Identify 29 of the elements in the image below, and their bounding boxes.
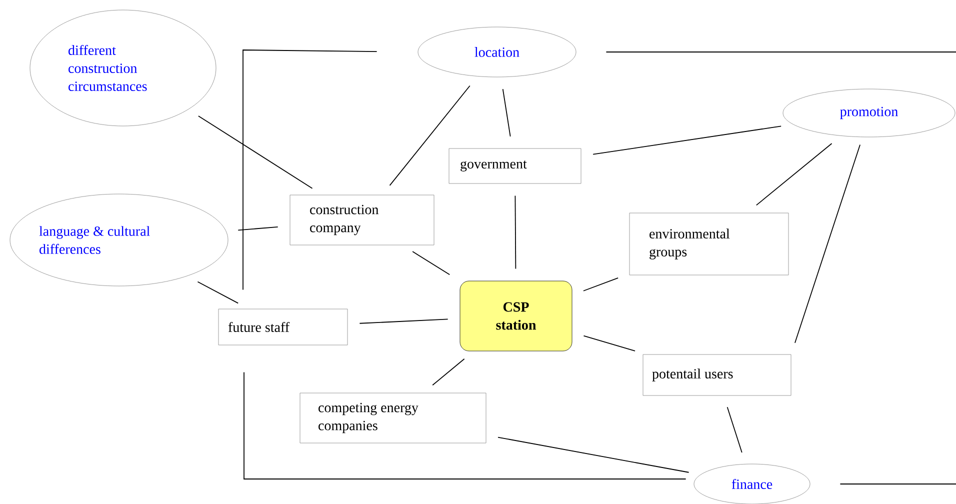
connector-line [238,226,278,231]
ellipse-node: different construction circumstances [30,10,216,126]
connector-line [726,406,742,453]
connector-line [359,318,448,324]
connector-line [432,358,465,386]
connector-line [242,50,378,290]
connector-line [502,88,511,137]
connector-line [197,281,239,304]
text-box: competing energy companies [300,392,486,444]
connector-line [583,335,636,352]
text-box: potentail users [642,354,792,396]
text-box: future staff [218,308,348,346]
connector-line [794,144,860,344]
text-box: government [448,148,582,184]
ellipse-node: location [418,26,576,78]
connector-line [583,278,619,292]
ellipse-node: language & cultural differences [10,194,228,286]
ellipse-node: promotion [782,88,956,138]
connector-line [389,85,470,186]
connector-line [198,116,313,189]
connector-line [498,436,690,473]
connector-line [514,195,516,270]
rounded-box: CSP station [460,280,572,352]
connector-line [756,143,832,206]
connector-line [412,251,450,276]
text-box: construction company [290,194,434,246]
connector-line [592,126,782,155]
connector-line [244,372,686,480]
text-box: environmental groups [629,212,789,276]
